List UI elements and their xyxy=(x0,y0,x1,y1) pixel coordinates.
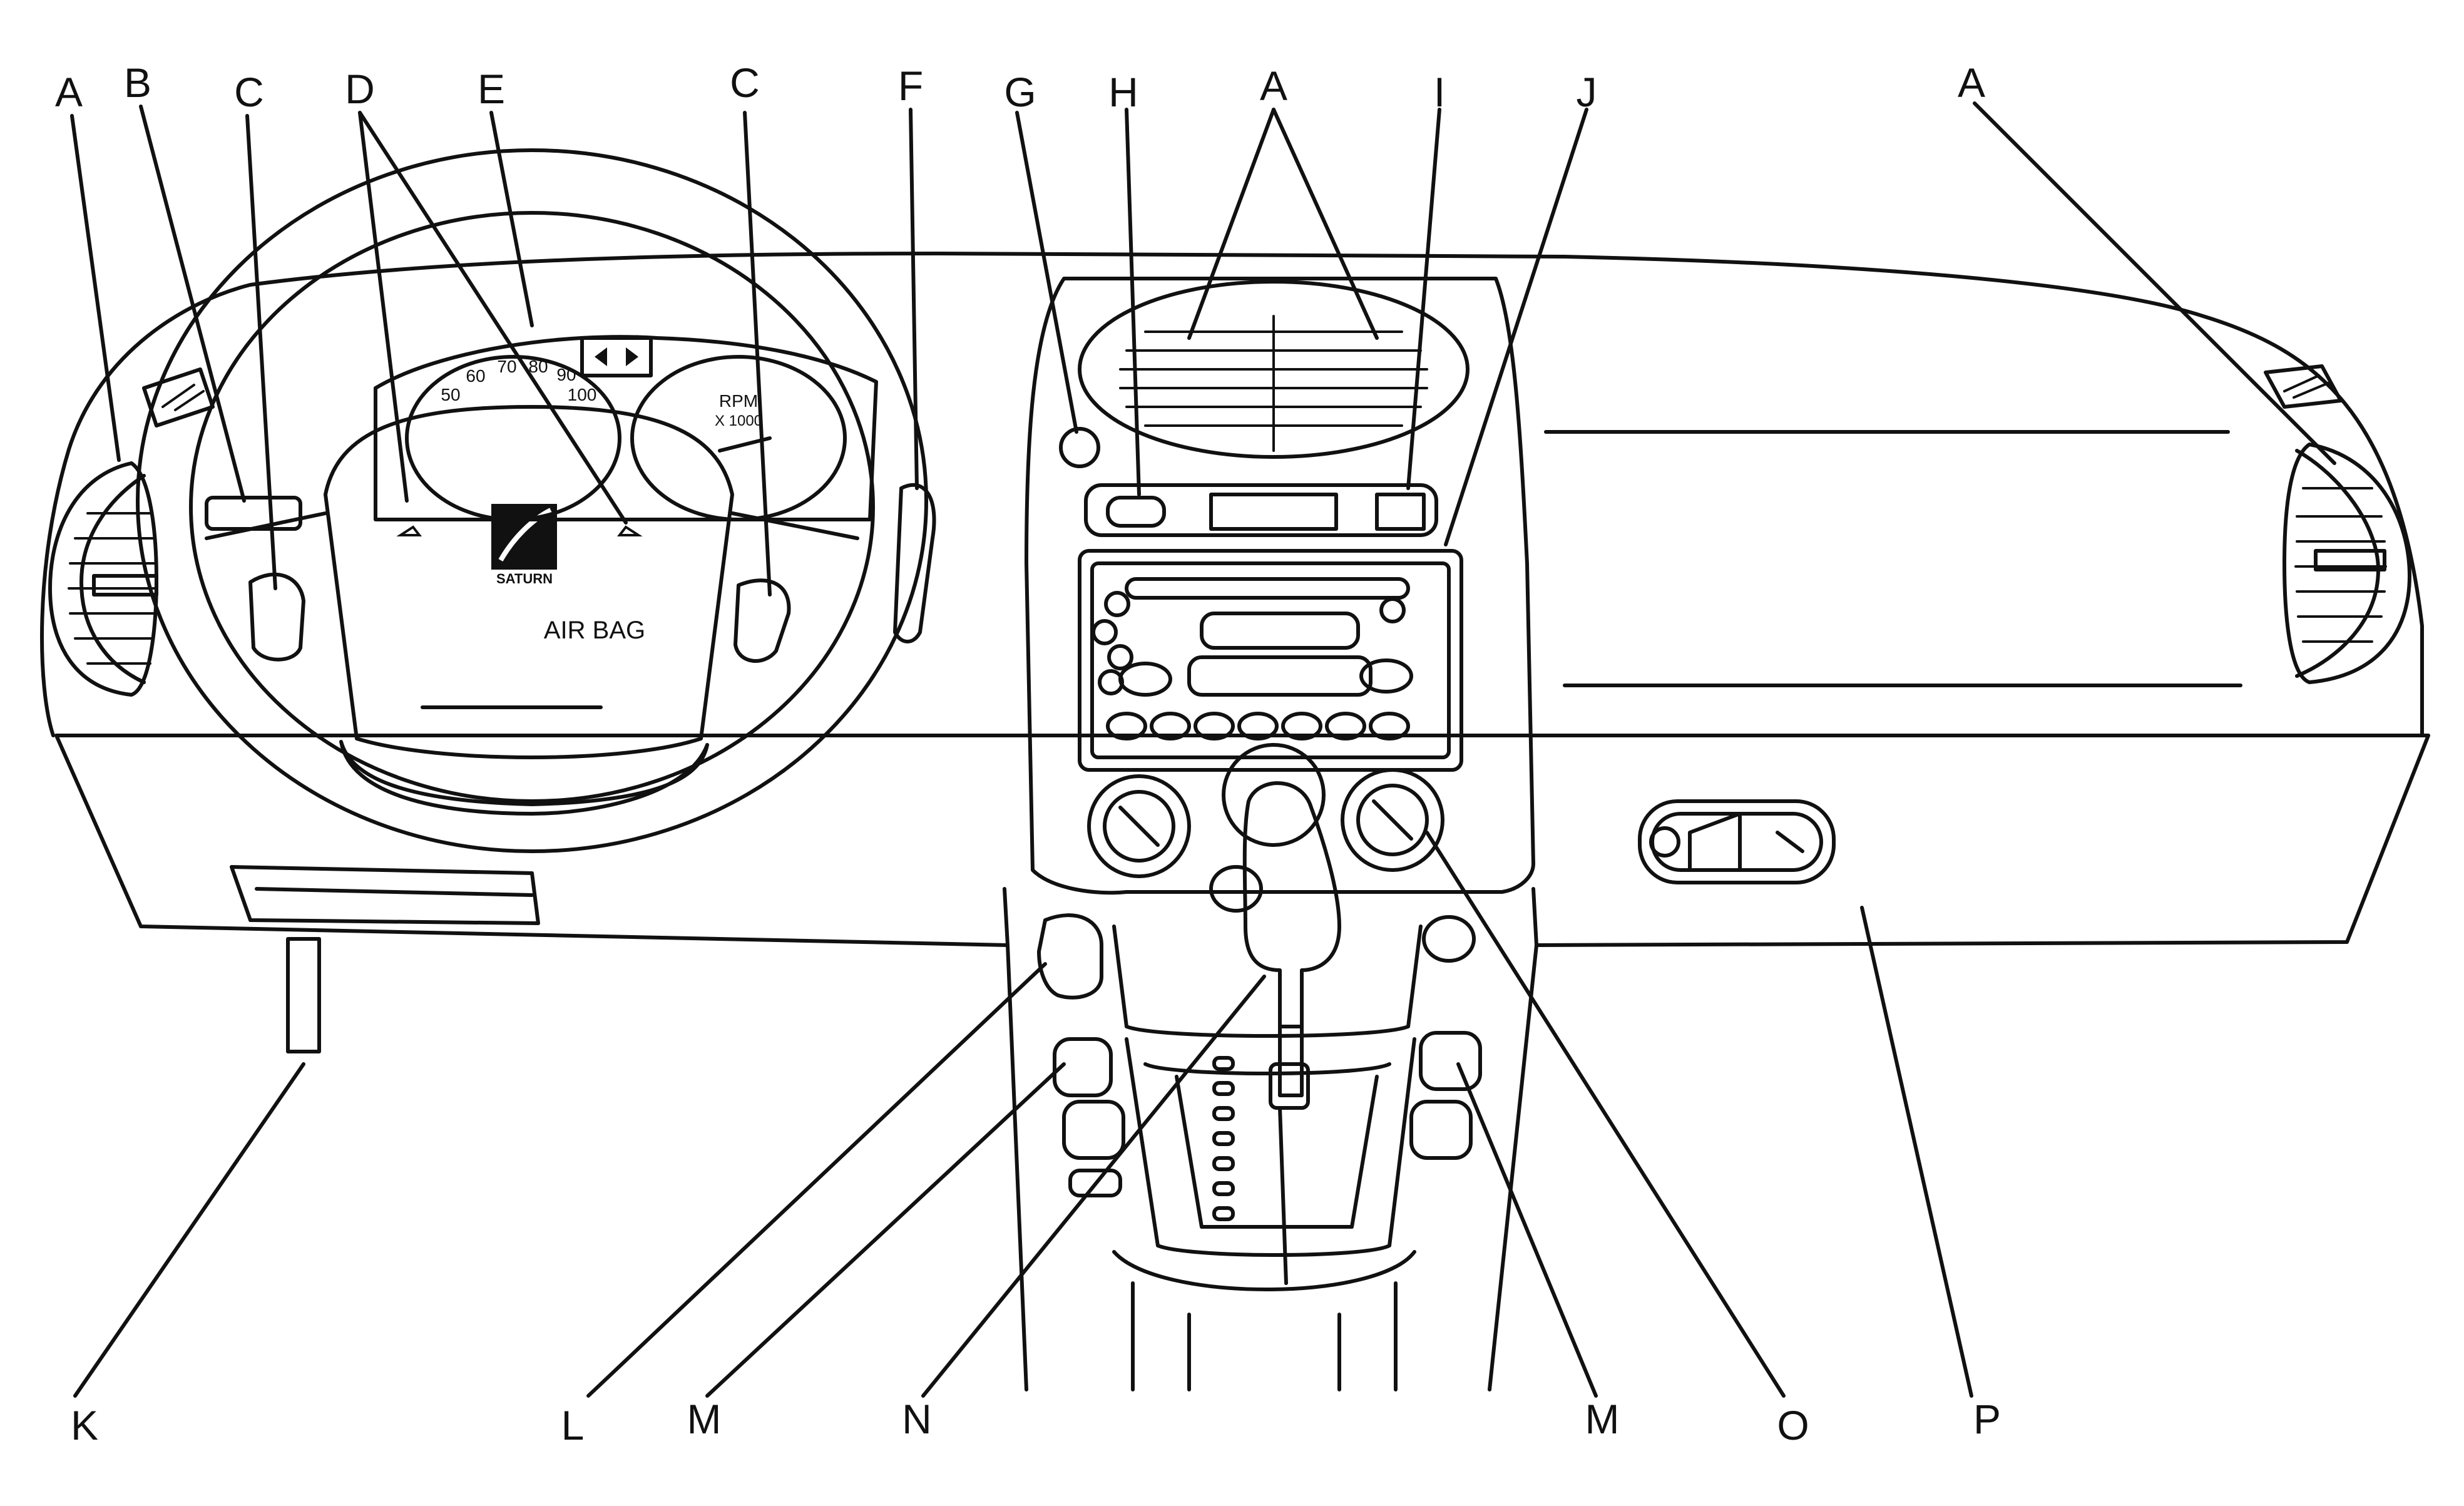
cruise-control-button-right xyxy=(734,578,791,663)
accessory-outlet xyxy=(1037,913,1103,1000)
callout-g: G xyxy=(1004,69,1036,115)
callout-o: O xyxy=(1777,1402,1809,1448)
speedo-number-100: 100 xyxy=(568,385,597,404)
speedo-number-80: 80 xyxy=(528,357,548,376)
left-turn-arrow-icon xyxy=(595,347,607,366)
logo-text: SATURN xyxy=(496,571,553,587)
radio xyxy=(1078,549,1463,772)
callout-leaders xyxy=(70,101,2336,1398)
callout-l: L xyxy=(561,1402,585,1448)
speedo-number-60: 60 xyxy=(466,366,485,386)
glovebox-latch xyxy=(1638,799,1836,884)
speedo-number-50: 50 xyxy=(441,385,460,404)
wiper-lever xyxy=(893,483,936,643)
instrument-cluster: 50 60 70 80 90 100 RPM X 1000 xyxy=(374,335,878,521)
center-air-vent xyxy=(1078,280,1470,459)
callout-d: D xyxy=(345,66,375,112)
right-turn-arrow-icon xyxy=(626,347,638,366)
horn-icon-left xyxy=(396,518,422,536)
callout-i: I xyxy=(1434,69,1445,115)
callout-m-right: M xyxy=(1585,1396,1620,1442)
dome-lamp-switch xyxy=(1106,496,1166,528)
callout-labels: A B C D E C F G H A I J A K L M N M O P xyxy=(55,59,2001,1448)
hood-release xyxy=(230,865,540,1053)
callout-a-left: A xyxy=(55,69,83,115)
speedometer xyxy=(405,355,621,521)
callout-h: H xyxy=(1108,69,1138,115)
callout-f: F xyxy=(898,63,923,109)
tachometer xyxy=(630,355,847,521)
display-panel xyxy=(1209,493,1338,531)
left-air-vent xyxy=(48,367,215,697)
callout-m-left: M xyxy=(687,1396,722,1442)
right-air-vent xyxy=(2264,364,2411,684)
tach-rpm-label: RPM xyxy=(719,391,758,411)
callout-a-center: A xyxy=(1260,63,1287,109)
horn-icon-right xyxy=(616,518,643,536)
callout-c-left: C xyxy=(234,69,264,115)
climate-control-knobs xyxy=(1087,743,1444,913)
callout-k: K xyxy=(71,1402,98,1448)
turn-signal-lever xyxy=(205,496,302,531)
seat-heater-switches-right xyxy=(1409,915,1482,1160)
callout-b: B xyxy=(124,59,151,106)
callout-n: N xyxy=(902,1396,932,1442)
airbag-text: AIR BAG xyxy=(544,617,645,644)
speedo-number-70: 70 xyxy=(497,357,516,376)
center-stack xyxy=(1003,277,1538,1391)
callout-a-right: A xyxy=(1958,59,1985,106)
callout-p: P xyxy=(1973,1396,2001,1442)
callout-c-right: C xyxy=(730,59,760,106)
tach-scale-label: X 1000 xyxy=(715,412,762,429)
speedo-number-90: 90 xyxy=(556,365,576,384)
rear-defog-button xyxy=(1375,493,1426,531)
callout-e: E xyxy=(478,66,505,112)
seat-heater-switches-left xyxy=(1053,1037,1125,1197)
hazard-button xyxy=(1059,427,1100,468)
dashboard-outline xyxy=(40,252,2430,947)
callout-j: J xyxy=(1577,69,1597,115)
